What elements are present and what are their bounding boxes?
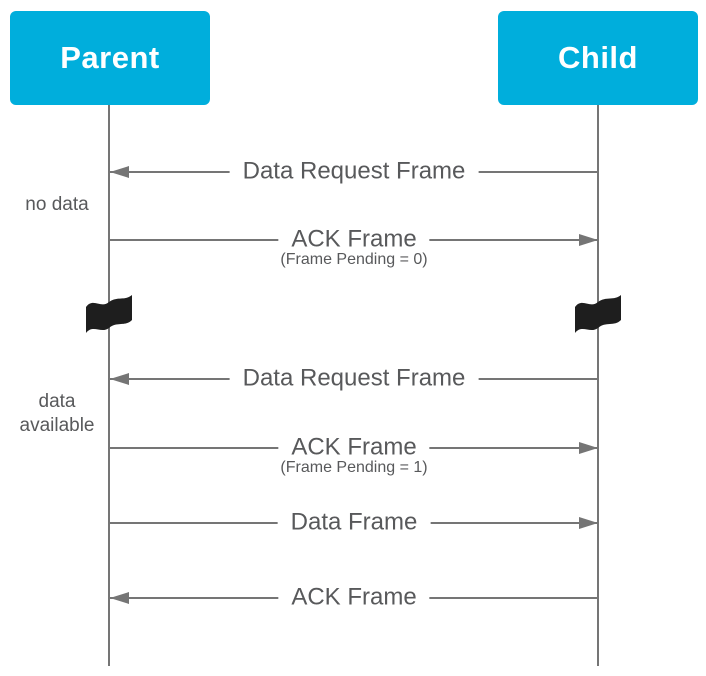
- arrowhead-left-icon: [110, 373, 129, 385]
- message-data-frame: Data Frame: [110, 508, 598, 538]
- arrowhead-left-icon: [110, 166, 129, 178]
- message-sublabel: (Frame Pending = 1): [280, 459, 428, 477]
- message-data-request-frame-2: Data Request Frame: [110, 364, 598, 394]
- arrowhead-right-icon: [579, 234, 598, 246]
- actor-child-box: Child: [498, 11, 698, 105]
- message-label: Data Request Frame: [229, 364, 479, 394]
- note-data-available-line1: data: [38, 391, 76, 412]
- note-no-data: no data: [8, 193, 106, 217]
- message-ack-frame-pending-1: ACK Frame (Frame Pending = 1): [110, 433, 598, 477]
- message-ack-frame-final: ACK Frame: [110, 583, 598, 613]
- time-gap-flag-icon: [86, 295, 132, 333]
- message-label: Data Frame: [277, 508, 431, 538]
- note-data-available: data available: [8, 390, 106, 438]
- message-label: ACK Frame: [278, 583, 430, 613]
- note-data-available-line2: available: [19, 415, 95, 436]
- message-label: Data Request Frame: [229, 157, 479, 187]
- message-sublabel: (Frame Pending = 0): [280, 251, 428, 269]
- actor-child-label: Child: [558, 40, 638, 75]
- arrowhead-left-icon: [110, 592, 129, 604]
- child-lifeline: [597, 105, 599, 666]
- message-ack-frame-pending-0: ACK Frame (Frame Pending = 0): [110, 225, 598, 269]
- arrowhead-right-icon: [579, 442, 598, 454]
- actor-parent-label: Parent: [60, 40, 160, 75]
- note-no-data-text: no data: [25, 194, 89, 215]
- message-label: ACK Frame: [278, 225, 430, 255]
- message-label: ACK Frame: [278, 433, 430, 463]
- actor-parent-box: Parent: [10, 11, 210, 105]
- arrowhead-right-icon: [579, 517, 598, 529]
- time-gap-flag-icon: [575, 295, 621, 333]
- message-data-request-frame-1: Data Request Frame: [110, 157, 598, 187]
- parent-lifeline: [108, 105, 110, 666]
